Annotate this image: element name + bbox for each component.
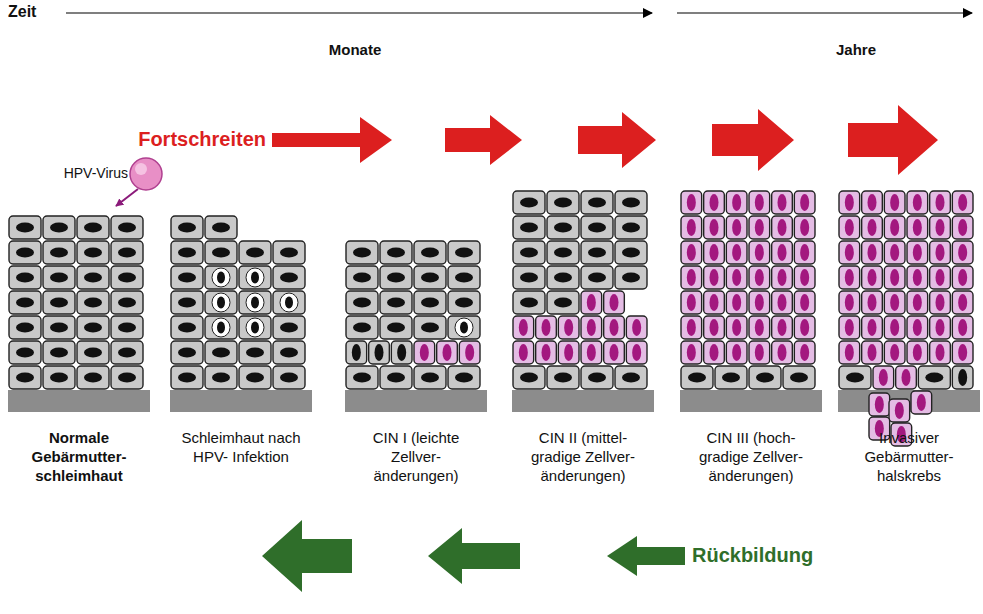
stage-caption: CIN I (leichte Zellver- änderungen) [353, 428, 479, 485]
axis-label: Zeit [8, 3, 36, 21]
stage-caption: Normale Gebärmutter- schleimhaut [16, 428, 142, 485]
stage-panel: Invasiver Gebärmutter- halskrebs [838, 190, 980, 412]
regression-arrow [262, 520, 352, 592]
progress-arrow [848, 105, 938, 175]
regression-arrow [428, 528, 520, 584]
hpv-virus [130, 158, 162, 190]
stage-caption: Schleimhaut nach HPV- Infektion [178, 428, 304, 466]
basement-membrane [512, 390, 654, 412]
stage-panel: Schleimhaut nach HPV- Infektion [170, 190, 312, 412]
regression-label: Rückbildung [692, 544, 813, 567]
progress-arrow [272, 117, 392, 163]
tissue-illustration [512, 191, 654, 412]
stage-caption: CIN III (hoch- gradige Zellver- änderung… [688, 428, 814, 485]
stage-caption: CIN II (mittel- gradige Zellver- änderun… [520, 428, 646, 485]
stage-panel: CIN I (leichte Zellver- änderungen) [345, 190, 487, 412]
regression-arrow [607, 536, 685, 576]
tissue-illustration [838, 191, 980, 446]
progress-label: Fortschreiten [138, 128, 266, 151]
progress-arrow [712, 109, 794, 171]
basement-membrane [170, 390, 312, 412]
time-label: Monate [329, 41, 382, 58]
tissue-illustration [345, 241, 487, 412]
virus-label: HPV-Virus [64, 165, 128, 181]
basement-membrane [680, 390, 822, 412]
stage-panel: CIN III (hoch- gradige Zellver- änderung… [680, 190, 822, 412]
time-arrow [66, 12, 652, 13]
stage-panel: CIN II (mittel- gradige Zellver- änderun… [512, 190, 654, 412]
tissue-illustration [170, 216, 312, 412]
stage-panel: Normale Gebärmutter- schleimhaut [8, 190, 150, 412]
progress-arrow [578, 112, 656, 168]
virus-pointer [116, 189, 138, 206]
stage-caption: Invasiver Gebärmutter- halskrebs [846, 428, 972, 485]
basement-membrane [345, 390, 487, 412]
virus-highlight [135, 163, 147, 175]
tissue-illustration [8, 216, 150, 412]
time-label: Jahre [836, 41, 876, 58]
time-arrow [677, 12, 972, 13]
progress-arrow [445, 115, 522, 165]
tissue-illustration [680, 191, 822, 412]
basement-membrane [8, 390, 150, 412]
